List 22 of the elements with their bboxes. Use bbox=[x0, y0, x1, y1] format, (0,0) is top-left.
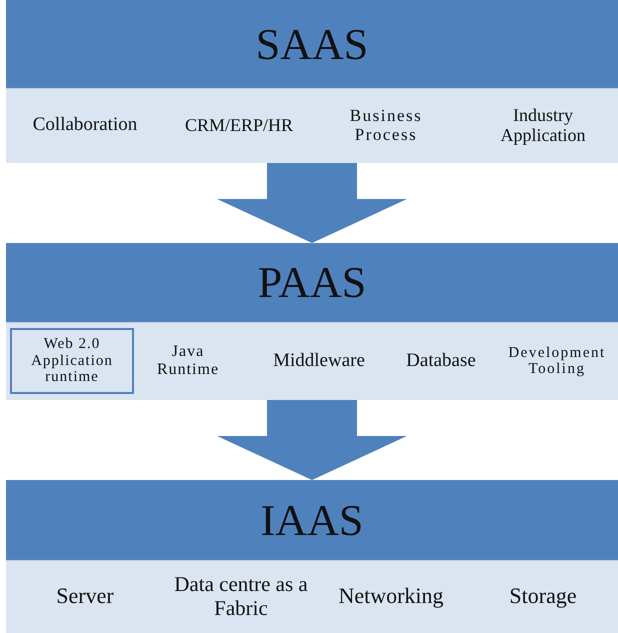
component-box bbox=[10, 328, 134, 394]
component-label: Data centre as a Fabric bbox=[173, 573, 309, 620]
component-label: Web 2.0 Application runtime bbox=[30, 336, 114, 386]
component-label: Industry Application bbox=[500, 106, 586, 146]
layer-panel bbox=[6, 480, 618, 633]
layer-title: SAAS bbox=[6, 0, 618, 89]
component-label: Business Process bbox=[348, 106, 424, 144]
layer-panel bbox=[6, 0, 618, 163]
component-label: Storage bbox=[509, 584, 577, 609]
block-arrow bbox=[217, 163, 407, 243]
component-label: Development Tooling bbox=[507, 344, 607, 378]
layer-panel bbox=[6, 243, 618, 400]
component-label: CRM/ERP/HR bbox=[184, 116, 294, 136]
component-label: Networking bbox=[338, 584, 444, 609]
component-label: Middleware bbox=[273, 350, 365, 372]
component-label: Server bbox=[56, 584, 114, 609]
layer-title: IAAS bbox=[6, 480, 618, 561]
block-arrow bbox=[217, 400, 407, 480]
component-label: Java Runtime bbox=[156, 343, 220, 379]
layer-title: PAAS bbox=[6, 243, 618, 323]
component-label: Database bbox=[406, 350, 476, 372]
component-label: Collaboration bbox=[32, 115, 138, 136]
